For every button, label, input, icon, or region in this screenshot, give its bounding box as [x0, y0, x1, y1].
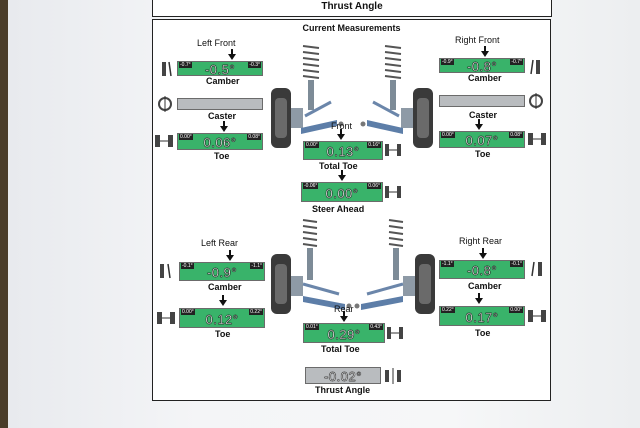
right-front-camber-max: -0.7°: [510, 59, 523, 65]
right-front-camber-label: Camber: [468, 73, 502, 83]
left-front-camber-bar: -0.7° -0.3° -0.5°: [177, 61, 263, 77]
steer-ahead-label: Steer Ahead: [312, 204, 365, 214]
right-front-toe-bar: 0.00° 0.08° 0.07°: [439, 131, 525, 148]
right-rear-camber-min: -1.1°: [441, 261, 454, 267]
front-suspension-diagram: [271, 45, 433, 148]
right-rear-camber-bar: -1.1° -0.1° -0.8°: [439, 260, 525, 279]
rear-total-toe-bar: 0.01° 0.43° 0.29°: [303, 323, 385, 343]
thrust-angle-bar: -0.02°: [305, 367, 381, 384]
right-front-title: Right Front: [455, 35, 500, 45]
thrust-angle-icon: [385, 368, 401, 384]
right-rear-toe-icon: [528, 310, 546, 322]
left-front-toe-bar: 0.00° 0.08° 0.06°: [177, 133, 263, 150]
right-rear-toe-arrow: [475, 293, 483, 304]
right-front-caster-bar: [439, 95, 525, 107]
left-caster-icon: [158, 96, 172, 112]
right-rear-toe-value: 0.17°: [465, 310, 499, 325]
left-toe-icon: [155, 135, 173, 147]
right-rear-camber-label: Camber: [468, 281, 502, 291]
left-front-toe-min: 0.00°: [179, 134, 193, 140]
right-front-camber-value: -0.8°: [466, 59, 498, 74]
right-front-toe-value: 0.07°: [465, 133, 499, 148]
rear-total-toe-value: 0.29°: [327, 327, 361, 342]
left-front-camber-value: -0.5°: [204, 62, 236, 77]
alignment-report: Current Measurements Left Front -0.7° -0…: [152, 19, 551, 401]
left-front-toe-max: 0.08°: [247, 134, 261, 140]
left-rear-camber-min: -0.1°: [181, 263, 194, 269]
rear-total-toe-title: Rear: [334, 304, 354, 314]
front-total-toe-arrow: [337, 129, 345, 140]
right-caster-icon: [529, 93, 543, 109]
right-front-toe-arrow: [475, 119, 483, 130]
right-camber-icon: [530, 59, 540, 75]
right-rear-camber-arrow: [479, 248, 487, 259]
steer-ahead-icon: [385, 186, 401, 198]
right-front-caster-label: Caster: [469, 110, 498, 120]
right-rear-title: Right Rear: [459, 236, 503, 246]
steer-ahead-value: 0.00°: [325, 186, 359, 201]
right-rear-toe-min: 0.22°: [441, 307, 455, 313]
rear-total-toe-icon: [387, 327, 403, 339]
right-front-toe-min: 0.00°: [441, 132, 455, 138]
front-total-toe-label: Total Toe: [319, 161, 358, 171]
left-front-toe-label: Toe: [214, 151, 230, 161]
right-front-toe-label: Toe: [475, 149, 491, 159]
left-front-camber-min: -0.7°: [179, 62, 192, 68]
left-rear-toe-min: 0.00°: [181, 309, 195, 315]
left-front-toe-value: 0.06°: [203, 135, 237, 150]
left-front-camber-arrow: [228, 49, 236, 60]
right-rear-toe-bar: 0.22° 0.00° 0.17°: [439, 306, 525, 326]
right-front-toe-max: 0.08°: [509, 132, 523, 138]
left-front-camber-max: -0.3°: [248, 62, 261, 68]
left-rear-camber-arrow: [226, 250, 234, 261]
steer-ahead-max: 0.06°: [367, 183, 381, 189]
right-rear-toe-label: Toe: [475, 328, 491, 338]
left-rear-toe-label: Toe: [215, 329, 231, 339]
right-toe-icon: [528, 133, 546, 145]
right-rear-toe-max: 0.00°: [509, 307, 523, 313]
left-front-caster-label: Caster: [208, 111, 237, 121]
thrust-angle-value: -0.02°: [324, 369, 362, 384]
front-total-toe-title: Front: [331, 121, 353, 131]
rear-total-toe-arrow: [340, 311, 348, 322]
front-total-toe-value: 0.13°: [326, 144, 360, 159]
left-rear-camber-bar: -0.1° -1.1° -0.9°: [179, 262, 265, 281]
right-front-camber-bar: -0.9° -0.7° -0.8°: [439, 58, 525, 74]
front-total-toe-max: 0.16°: [367, 142, 381, 148]
left-rear-toe-value: 0.12°: [205, 312, 239, 327]
left-rear-camber-label: Camber: [208, 282, 242, 292]
left-rear-title: Left Rear: [201, 238, 239, 248]
rear-total-toe-label: Total Toe: [321, 344, 360, 354]
left-rear-camber-max: -1.1°: [250, 263, 263, 269]
left-camber-icon: [162, 61, 172, 77]
front-total-toe-bar: 0.00° 0.16° 0.13°: [303, 141, 383, 160]
rear-total-toe-min: 0.01°: [305, 324, 319, 330]
right-rear-camber-icon: [531, 261, 542, 277]
rear-total-toe-max: 0.43°: [369, 324, 383, 330]
right-rear-camber-max: -0.1°: [510, 261, 523, 267]
report-title: Current Measurements: [302, 23, 401, 33]
left-rear-toe-arrow: [219, 295, 227, 306]
thrust-angle-header: Thrust Angle: [321, 1, 383, 12]
right-front-camber-min: -0.9°: [441, 59, 454, 65]
left-rear-camber-value: -0.9°: [206, 265, 238, 280]
front-total-toe-icon: [385, 144, 401, 156]
left-rear-toe-icon: [157, 312, 175, 324]
left-rear-camber-icon: [160, 263, 171, 279]
steer-ahead-min: -0.06°: [303, 183, 319, 189]
steer-ahead-arrow: [338, 170, 346, 181]
left-front-caster-bar: [177, 98, 263, 110]
right-front-camber-arrow: [481, 46, 489, 57]
front-total-toe-min: 0.00°: [305, 142, 319, 148]
left-front-title: Left Front: [197, 38, 236, 48]
left-rear-toe-bar: 0.00° 0.22° 0.12°: [179, 308, 265, 328]
right-rear-camber-value: -0.8°: [466, 263, 498, 278]
steer-ahead-bar: -0.06° 0.06° 0.00°: [301, 182, 383, 202]
left-front-camber-label: Camber: [206, 76, 240, 86]
rear-suspension-diagram: [271, 219, 435, 314]
left-front-toe-arrow: [220, 121, 228, 132]
left-rear-toe-max: 0.22°: [249, 309, 263, 315]
thrust-angle-label: Thrust Angle: [315, 385, 371, 395]
previous-section-frame: Thrust Angle: [152, 0, 552, 17]
